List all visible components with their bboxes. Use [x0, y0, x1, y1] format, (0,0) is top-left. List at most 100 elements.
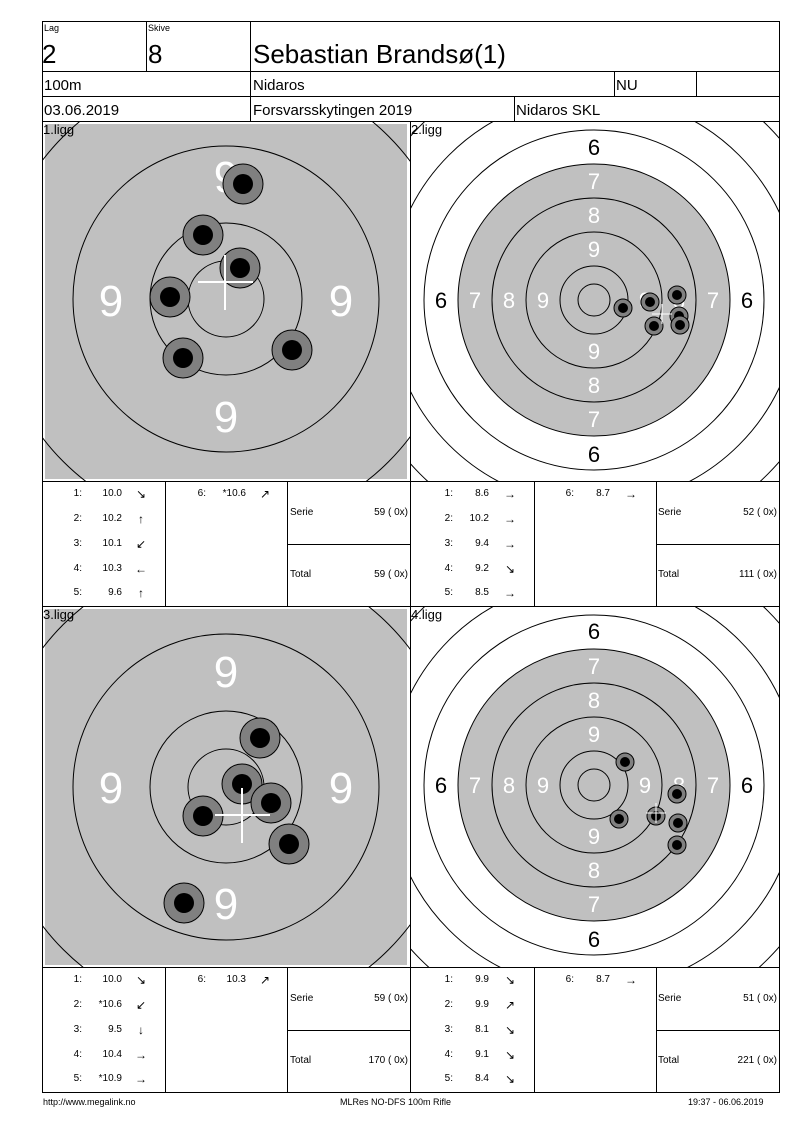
- mean-point-cross: [215, 788, 270, 843]
- ring-8: [491, 197, 697, 403]
- svg-text:9: 9: [639, 773, 651, 798]
- svg-text:6: 6: [588, 927, 600, 952]
- shot-value: 10.3: [226, 974, 246, 985]
- series-summary-1: Serie 59 ( 0x): [290, 507, 408, 519]
- shot-value: 8.7: [596, 974, 610, 985]
- shot-value: 9.1: [475, 1049, 489, 1060]
- direction-arrow-icon: ↘: [135, 973, 147, 987]
- date: 03.06.2019: [44, 102, 120, 119]
- svg-text:9: 9: [588, 339, 600, 364]
- direction-arrow-icon: ↓: [138, 1023, 144, 1037]
- shot-number: 4:: [73, 1049, 82, 1060]
- ring-label: 9: [214, 648, 238, 697]
- shot-number: 5:: [444, 587, 453, 598]
- ring-label: 9: [329, 277, 353, 326]
- target-panel-2: 6 7 8 9 6 7 8 9 6 7 8 9 6 7 8 9: [411, 122, 779, 481]
- panel-label-3: 3.ligg: [43, 607, 75, 622]
- shot-number: 5:: [73, 587, 82, 598]
- footer-url[interactable]: http://www.megalink.no: [43, 1097, 136, 1107]
- svg-text:7: 7: [588, 654, 600, 679]
- serie-label: Serie: [290, 993, 314, 1004]
- shot-value: 10.0: [102, 488, 122, 499]
- ring-label: 9: [214, 393, 238, 442]
- direction-arrow-icon: →: [504, 487, 516, 501]
- svg-text:8: 8: [503, 773, 515, 798]
- mean-point-cross: [652, 304, 672, 324]
- total-value: 170 ( 0x): [368, 1055, 408, 1066]
- serie-label: Serie: [658, 507, 682, 518]
- serie-value: 59 ( 0x): [374, 507, 408, 518]
- direction-arrow-icon: →: [504, 512, 516, 526]
- series-summary-4: Serie 51 ( 0x): [658, 993, 778, 1005]
- ring-label: 9: [99, 277, 123, 326]
- series-summary-2: Serie 52 ( 0x): [658, 507, 778, 519]
- svg-text:6: 6: [588, 442, 600, 467]
- ring-label: 9: [99, 764, 123, 813]
- total-summary-1: Total 59 ( 0x): [290, 569, 408, 581]
- direction-arrow-icon: →: [135, 1072, 147, 1086]
- svg-text:6: 6: [741, 288, 753, 313]
- shot-number: 2:: [444, 999, 453, 1010]
- shot-number: 4:: [73, 563, 82, 574]
- svg-text:7: 7: [588, 407, 600, 432]
- direction-arrow-icon: ↘: [504, 562, 516, 576]
- shot-number: 6:: [197, 488, 206, 499]
- shot-value: 9.6: [108, 587, 122, 598]
- ring-9: [525, 231, 663, 369]
- direction-arrow-icon: →: [504, 537, 516, 551]
- svg-text:7: 7: [707, 288, 719, 313]
- target-3-svg: 9 9 9 9: [43, 607, 410, 967]
- shot-number: 3:: [73, 538, 82, 549]
- shot-value: 9.4: [475, 538, 489, 549]
- target-panel-3: 9 9 9 9: [43, 607, 410, 967]
- target-1-svg: 9 9 9 9: [43, 122, 410, 481]
- ring-label: 9: [214, 880, 238, 929]
- direction-arrow-icon: →: [135, 1048, 147, 1062]
- direction-arrow-icon: →: [625, 973, 637, 987]
- shot-value: 8.6: [475, 488, 489, 499]
- svg-text:8: 8: [588, 688, 600, 713]
- svg-text:6: 6: [435, 773, 447, 798]
- serie-value: 52 ( 0x): [743, 507, 777, 518]
- shot-number: 4:: [444, 563, 453, 574]
- svg-text:8: 8: [588, 858, 600, 883]
- shot-hits: [609, 752, 688, 855]
- shot-number: 3:: [444, 1024, 453, 1035]
- panel-label-2: 2.ligg: [411, 122, 443, 137]
- shot-hits: [163, 717, 310, 924]
- shot-hits: [149, 163, 313, 379]
- ring-labels: 6 7 8 9 6 7 8 9 6 7 8 9 6 7 8 9: [435, 619, 753, 952]
- target-panel-1: 9 9 9 9: [43, 122, 410, 481]
- aiming-black-area: [457, 163, 731, 437]
- aiming-black-area: [457, 648, 731, 922]
- svg-text:9: 9: [537, 773, 549, 798]
- total-summary-2: Total 111 ( 0x): [658, 569, 778, 581]
- total-label: Total: [658, 569, 680, 580]
- svg-text:8: 8: [503, 288, 515, 313]
- club: Nidaros: [253, 77, 305, 94]
- direction-arrow-icon: ↑: [138, 512, 144, 526]
- shot-number: 6:: [197, 974, 206, 985]
- shot-number: 3:: [73, 1024, 82, 1035]
- footer-software: MLRes NO-DFS 100m Rifle: [340, 1097, 452, 1107]
- shot-hits: [613, 285, 690, 336]
- shot-number: 3:: [444, 538, 453, 549]
- shot-value: 8.7: [596, 488, 610, 499]
- direction-arrow-icon: ↗: [504, 998, 516, 1012]
- shot-number: 5:: [444, 1073, 453, 1084]
- svg-text:9: 9: [588, 237, 600, 262]
- total-summary-3: Total 170 ( 0x): [290, 1055, 408, 1067]
- shot-number: 2:: [444, 513, 453, 524]
- series-summary-3: Serie 59 ( 0x): [290, 993, 408, 1005]
- shot-number: 4:: [444, 1049, 453, 1060]
- event-name: Forsvarsskytingen 2019: [253, 102, 413, 119]
- ring-label: 9: [329, 764, 353, 813]
- mean-point-cross: [198, 255, 253, 310]
- shot-number: 6:: [565, 974, 574, 985]
- total-label: Total: [290, 1055, 312, 1066]
- direction-arrow-icon: ↗: [259, 973, 271, 987]
- shot-number: 2:: [73, 513, 82, 524]
- direction-arrow-icon: ↘: [504, 973, 516, 987]
- lag-label: Lag: [44, 23, 60, 33]
- shot-value: 9.9: [475, 974, 489, 985]
